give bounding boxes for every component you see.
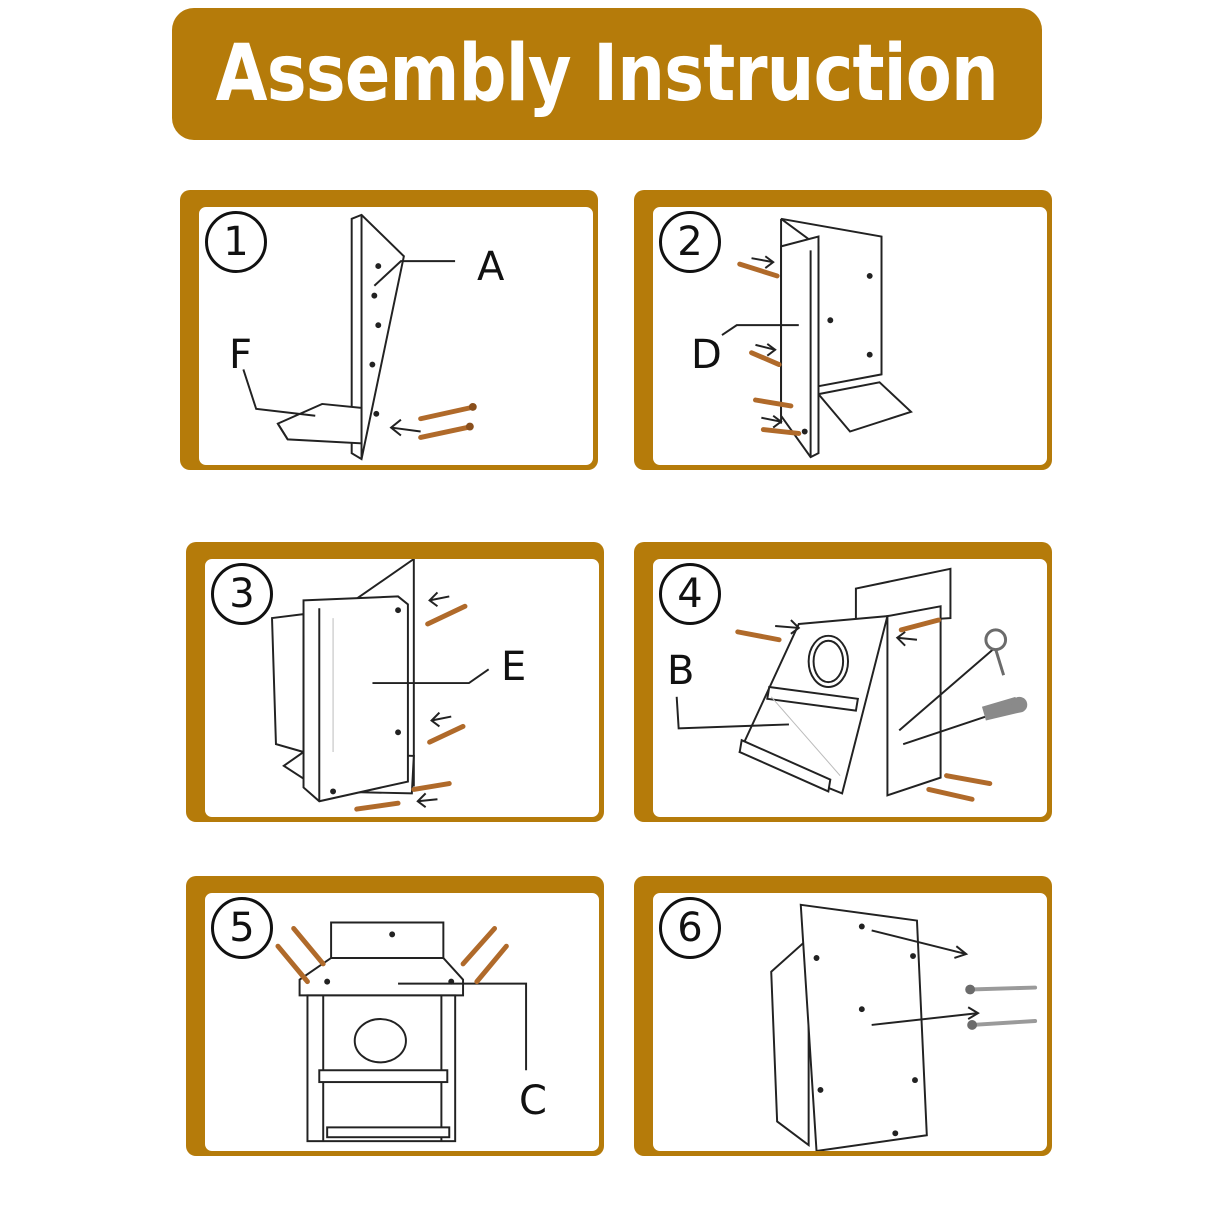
step-4-panel: 4 B — [634, 542, 1052, 822]
step-4-number: 4 — [659, 563, 721, 625]
step-3-panel: 3 E — [186, 542, 604, 822]
step-1-number: 1 — [205, 211, 267, 273]
label-d: D — [691, 332, 722, 378]
step-5-panel: 5 C — [186, 876, 604, 1156]
step-3-illustration — [271, 559, 490, 812]
label-f: F — [229, 332, 253, 378]
step-6-panel: 6 — [634, 876, 1052, 1156]
step-3-number: 3 — [211, 563, 273, 625]
step-1-illustration — [242, 213, 477, 461]
step-6-number: 6 — [659, 897, 721, 959]
step-4-illustration — [675, 567, 1028, 802]
title-banner: Assembly Instruction — [172, 8, 1042, 140]
step-6-illustration — [770, 903, 1038, 1151]
label-c: C — [519, 1078, 547, 1124]
step-2-panel: 2 D — [634, 190, 1052, 470]
label-e: E — [501, 644, 527, 690]
label-a: A — [477, 244, 505, 290]
step-2-illustration — [721, 217, 913, 459]
page-title: Assembly Instruction — [215, 29, 999, 119]
step-2-number: 2 — [659, 211, 721, 273]
step-5-illustration — [275, 921, 528, 1143]
label-b: B — [667, 648, 695, 694]
step-1-panel: 1 A F — [180, 190, 598, 470]
step-5-number: 5 — [211, 897, 273, 959]
